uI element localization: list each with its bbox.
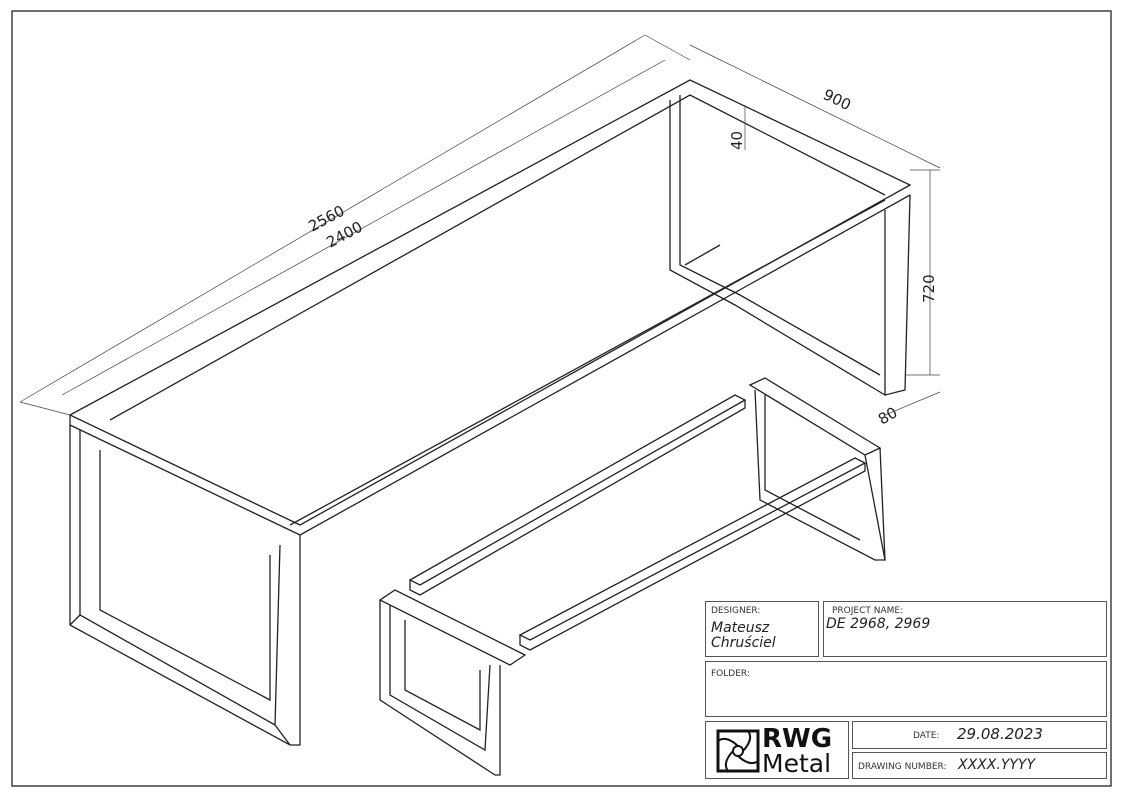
date-label: DATE:: [913, 731, 940, 741]
date-value: 29.08.2023: [957, 725, 1043, 743]
rwg-logo-icon: [716, 729, 760, 773]
dim-720: 720: [920, 274, 938, 303]
exploded-table-frame: [378, 377, 886, 776]
dim-80: 80: [875, 403, 901, 428]
drawing-number-cell: DRAWING NUMBER: XXXX.YYYY: [852, 752, 1107, 779]
project-label: PROJECT NAME:: [832, 606, 904, 616]
assembled-table-frame: [68, 79, 912, 746]
designer-cell: DESIGNER: Mateusz Chruściel: [705, 601, 819, 657]
drawing-number-value: XXXX.YYYY: [958, 757, 1036, 773]
dim-900: 900: [820, 85, 854, 114]
project-value: DE 2968, 2969: [826, 616, 931, 632]
logo-text-rwg: RWG: [762, 724, 833, 754]
dim-40: 40: [728, 131, 746, 150]
folder-cell: FOLDER:: [705, 661, 1107, 717]
logo-text-metal: Metal: [762, 749, 832, 778]
designer-label: DESIGNER:: [711, 606, 761, 616]
project-cell: PROJECT NAME: DE 2968, 2969: [823, 601, 1107, 657]
designer-name-line1: Mateusz: [711, 620, 770, 636]
folder-label: FOLDER:: [711, 669, 750, 679]
designer-name-line2: Chruściel: [711, 635, 776, 651]
dimension-lines: 2560 2400 900 720 80 40: [19, 34, 941, 428]
date-cell: DATE: 29.08.2023: [852, 721, 1107, 749]
logo-cell: RWG Metal: [705, 721, 849, 779]
drawing-number-label: DRAWING NUMBER:: [858, 762, 947, 772]
sheet-border: [11, 10, 1112, 787]
